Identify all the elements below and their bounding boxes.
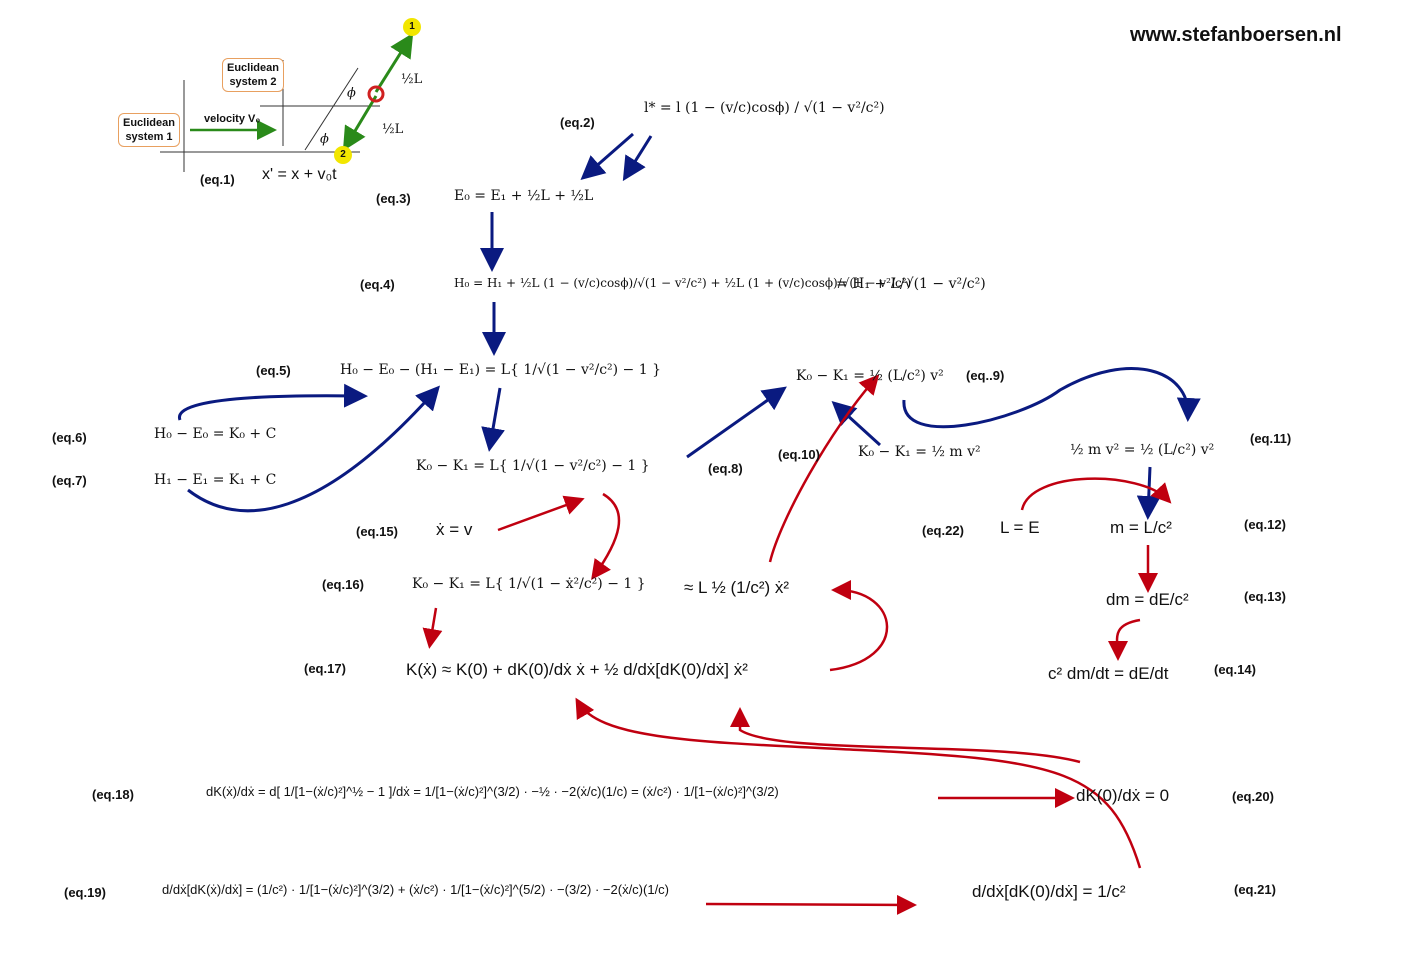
equation-11: ½ m v² = ½ (L/c²) v²	[1070, 442, 1215, 458]
equation-22: L = E	[1000, 518, 1040, 537]
galilean-transform: x' = x + v₀t	[262, 166, 337, 183]
euclidean-system-1-box: Euclidean system 1	[118, 113, 180, 147]
label-eq17: (eq.17)	[304, 661, 346, 676]
equation-16-left: K₀ − K₁ = L{ 1/√(1 − ẋ²/c²) − 1 }	[412, 576, 646, 592]
label-eq10: (eq.10)	[778, 447, 820, 462]
equation-15: ẋ = v	[436, 520, 473, 539]
equation-3: E₀ = E₁ + ½L + ½L	[454, 188, 594, 204]
equation-21: d/dẋ[dK(0)/dẋ] = 1/c²	[972, 882, 1126, 901]
label-eq22: (eq.22)	[922, 523, 964, 538]
equation-4-left: H₀ = H₁ + ½L (1 − (v/c)cosϕ)/√(1 − v²/c²…	[454, 276, 912, 290]
phi-lower: ϕ	[320, 132, 329, 147]
label-eq15: (eq.15)	[356, 524, 398, 539]
equation-2: l* = l (1 − (v/c)cosϕ) / √(1 − v²/c²)	[644, 100, 885, 116]
equation-8: K₀ − K₁ = L{ 1/√(1 − v²/c²) − 1 }	[416, 458, 650, 474]
label-eq7: (eq.7)	[52, 473, 87, 488]
label-eq16: (eq.16)	[322, 577, 364, 592]
label-eq3: (eq.3)	[376, 191, 411, 206]
equation-10: K₀ − K₁ = ½ m v²	[858, 444, 981, 460]
point-1-marker: 1	[403, 18, 421, 36]
phi-upper: ϕ	[347, 86, 356, 101]
label-eq19: (eq.19)	[64, 885, 106, 900]
light-ray-down	[342, 95, 378, 152]
velocity-label: velocity V₀	[204, 113, 261, 125]
half-L-lower: ½L	[382, 122, 404, 137]
label-eq18: (eq.18)	[92, 787, 134, 802]
label-eq11: (eq.11)	[1250, 431, 1292, 446]
equation-16-right: ≈ L ½ (1/c²) ẋ²	[684, 578, 790, 597]
label-eq5: (eq.5)	[256, 363, 291, 378]
label-eq21: (eq.21)	[1234, 882, 1276, 897]
point-2-marker: 2	[334, 146, 352, 164]
equation-20: dK(0)/dẋ = 0	[1076, 786, 1170, 805]
label-eq8: (eq.8)	[708, 461, 743, 476]
equation-14: c² dm/dt = dE/dt	[1048, 664, 1169, 683]
label-eq14: (eq.14)	[1214, 662, 1256, 677]
label-eq9: (eq..9)	[966, 368, 1005, 383]
label-eq13: (eq.13)	[1244, 589, 1286, 604]
equation-13: dm = dE/c²	[1106, 590, 1189, 609]
equation-18: dK(ẋ)/dẋ = d[ 1/[1−(ẋ/c)²]^½ − 1 ]/dẋ = …	[206, 784, 779, 799]
system2-line2: system 2	[229, 76, 277, 88]
system1-line2: system 1	[125, 131, 173, 143]
label-eq4: (eq.4)	[360, 277, 395, 292]
equation-7: H₁ − E₁ = K₁ + C	[154, 472, 277, 488]
equation-17: K(ẋ) ≈ K(0) + dK(0)/dẋ ẋ + ½ d/dẋ[dK(0)/…	[406, 660, 748, 679]
label-eq6: (eq.6)	[52, 430, 87, 445]
euclidean-system-2-box: Euclidean system 2	[222, 58, 284, 92]
label-eq20: (eq.20)	[1232, 789, 1274, 804]
label-eq2: (eq.2)	[560, 115, 595, 130]
equation-19: d/dẋ[dK(ẋ)/dẋ] = (1/c²) · 1/[1−(ẋ/c)²]^(…	[162, 882, 670, 897]
equation-6: H₀ − E₀ = K₀ + C	[154, 426, 277, 442]
equation-9: K₀ − K₁ = ½ (L/c²) v²	[796, 368, 944, 384]
equation-5: H₀ − E₀ − (H₁ − E₁) = L{ 1/√(1 − v²/c²) …	[340, 362, 662, 378]
site-url[interactable]: www.stefanboersen.nl	[1130, 24, 1342, 46]
equation-4-right: = H₁ + L/√(1 − v²/c²)	[836, 276, 986, 292]
mirror-point	[367, 85, 385, 103]
system1-line1: Euclidean	[123, 117, 175, 129]
blue-arrows	[178, 132, 1201, 520]
system2-line1: Euclidean	[227, 62, 279, 74]
light-ray-up	[374, 32, 414, 93]
half-L-upper: ½L	[401, 72, 423, 87]
equation-12: m = L/c²	[1110, 518, 1172, 537]
label-eq12: (eq.12)	[1244, 517, 1286, 532]
label-eq1: (eq.1)	[200, 172, 235, 187]
red-arrows	[422, 374, 1172, 915]
